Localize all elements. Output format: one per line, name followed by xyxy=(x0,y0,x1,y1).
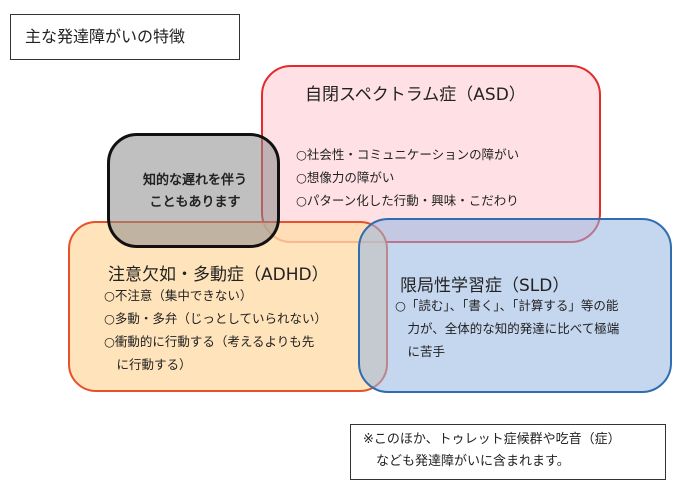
footnote-box: ※このほか、トゥレット症候群や吃音（症） なども発達障がいに含まれます。 xyxy=(350,424,666,480)
sld-region xyxy=(358,218,672,393)
asd-list: ○社会性・コミュニケーションの障がい ○想像力の障がい ○パターン化した行動・興… xyxy=(296,143,519,212)
intellectual-line: 知的な遅れを伴う xyxy=(142,173,247,188)
sld-item: 力が、全体的な知的発達に比べて極端 xyxy=(395,321,620,336)
adhd-heading: 注意欠如・多動症（ADHD） xyxy=(108,265,329,285)
asd-item: ○パターン化した行動・興味・こだわり xyxy=(296,193,519,208)
asd-item: ○社会性・コミュニケーションの障がい xyxy=(296,147,520,162)
intellectual-delay-text: 知的な遅れを伴う こともあります xyxy=(110,170,280,214)
footnote-line: ※このほか、トゥレット症候群や吃音（症） xyxy=(363,432,621,447)
sld-heading: 限局性学習症（SLD） xyxy=(400,276,570,296)
asd-heading: 自閉スペクトラム症（ASD） xyxy=(305,85,526,105)
adhd-list: ○不注意（集中できない） ○多動・多弁（じっとしていられない） ○衝動的に行動す… xyxy=(104,284,327,376)
adhd-item: ○多動・多弁（じっとしていられない） xyxy=(104,311,328,326)
adhd-item: ○不注意（集中できない） xyxy=(104,288,253,303)
sld-list: ○「読む」、「書く」、「計算する」等の能 力が、全体的な知的発達に比べて極端 に… xyxy=(395,294,619,363)
footnote-line: なども発達障がいに含まれます。 xyxy=(363,454,570,469)
intellectual-line: こともあります xyxy=(149,195,241,210)
sld-item: ○「読む」、「書く」、「計算する」等の能 xyxy=(395,298,619,313)
asd-item: ○想像力の障がい xyxy=(296,170,395,185)
adhd-item: に行動する） xyxy=(104,357,192,372)
intellectual-delay-region xyxy=(107,133,280,248)
diagram-title: 主な発達障がいの特徴 xyxy=(10,14,240,60)
adhd-region xyxy=(68,221,388,392)
sld-item: に苦手 xyxy=(395,344,446,359)
adhd-item: ○衝動的に行動する（考えるよりも先 xyxy=(104,334,315,349)
asd-region xyxy=(261,65,601,243)
